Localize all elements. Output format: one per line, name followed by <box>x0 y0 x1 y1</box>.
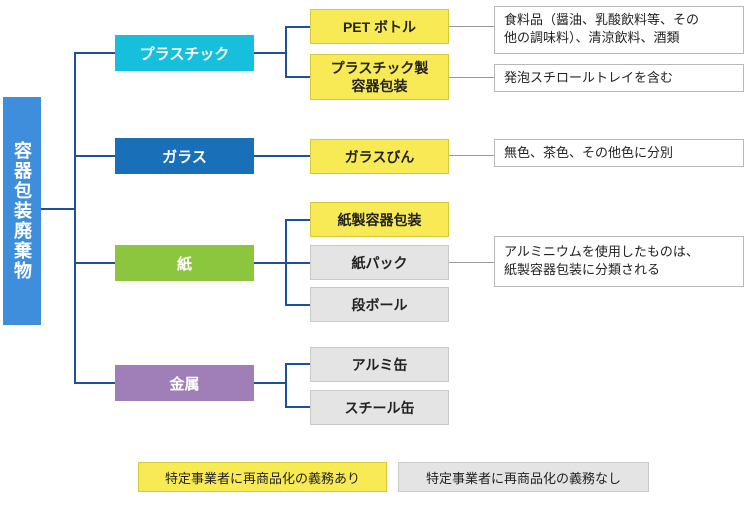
branch-paper <box>74 262 116 264</box>
metal-connector <box>254 382 286 384</box>
branch-plastic <box>74 52 116 54</box>
branch-metal <box>74 382 116 384</box>
item-cardboard: 段ボール <box>310 287 449 322</box>
category-metal: 金属 <box>115 365 254 401</box>
paper-to-cardboard <box>285 304 310 306</box>
plastic-connector <box>254 52 286 54</box>
metal-to-aluminum <box>285 363 310 365</box>
category-glass: ガラス <box>115 138 254 174</box>
legend-not-obligated: 特定事業者に再商品化の義務なし <box>398 462 649 492</box>
plastic-to-pet <box>285 26 310 28</box>
note-paper: アルミニウムを使用したものは、 紙製容器包装に分類される <box>494 236 744 287</box>
note-connector-pet <box>449 26 494 27</box>
note-connector-paper-pack <box>449 262 494 263</box>
category-plastic: プラスチック <box>115 35 254 71</box>
item-paper-pack: 紙パック <box>310 245 449 280</box>
paper-to-pkg <box>285 219 310 221</box>
item-pet-bottle: PET ボトル <box>310 9 449 44</box>
glass-connector <box>254 155 310 157</box>
paper-connector <box>254 262 286 264</box>
item-plastic-packaging: プラスチック製 容器包装 <box>310 54 449 100</box>
item-steel-can: スチール缶 <box>310 390 449 425</box>
root-trunk <box>74 52 76 383</box>
root-connector <box>41 208 75 210</box>
paper-to-pack <box>285 262 310 264</box>
item-glass-bottle: ガラスびん <box>310 139 449 174</box>
metal-trunk <box>285 363 287 408</box>
branch-glass <box>74 155 116 157</box>
note-connector-plastic-pkg <box>449 77 494 78</box>
item-paper-packaging: 紙製容器包装 <box>310 202 449 237</box>
note-glass: 無色、茶色、その他色に分別 <box>494 139 744 167</box>
category-paper: 紙 <box>115 245 254 281</box>
plastic-trunk <box>285 26 287 77</box>
note-pet: 食料品（醤油、乳酸飲料等、その 他の調味料）、清涼飲料、酒類 <box>494 6 744 54</box>
note-connector-glass <box>449 155 494 156</box>
note-plastic-packaging: 発泡スチロールトレイを含む <box>494 64 744 92</box>
item-aluminum-can: アルミ缶 <box>310 347 449 382</box>
root-node-container-packaging-waste: 容器包装廃棄物 <box>3 97 41 325</box>
plastic-to-pkg <box>285 76 310 78</box>
metal-to-steel <box>285 406 310 408</box>
legend-obligated: 特定事業者に再商品化の義務あり <box>138 462 387 492</box>
